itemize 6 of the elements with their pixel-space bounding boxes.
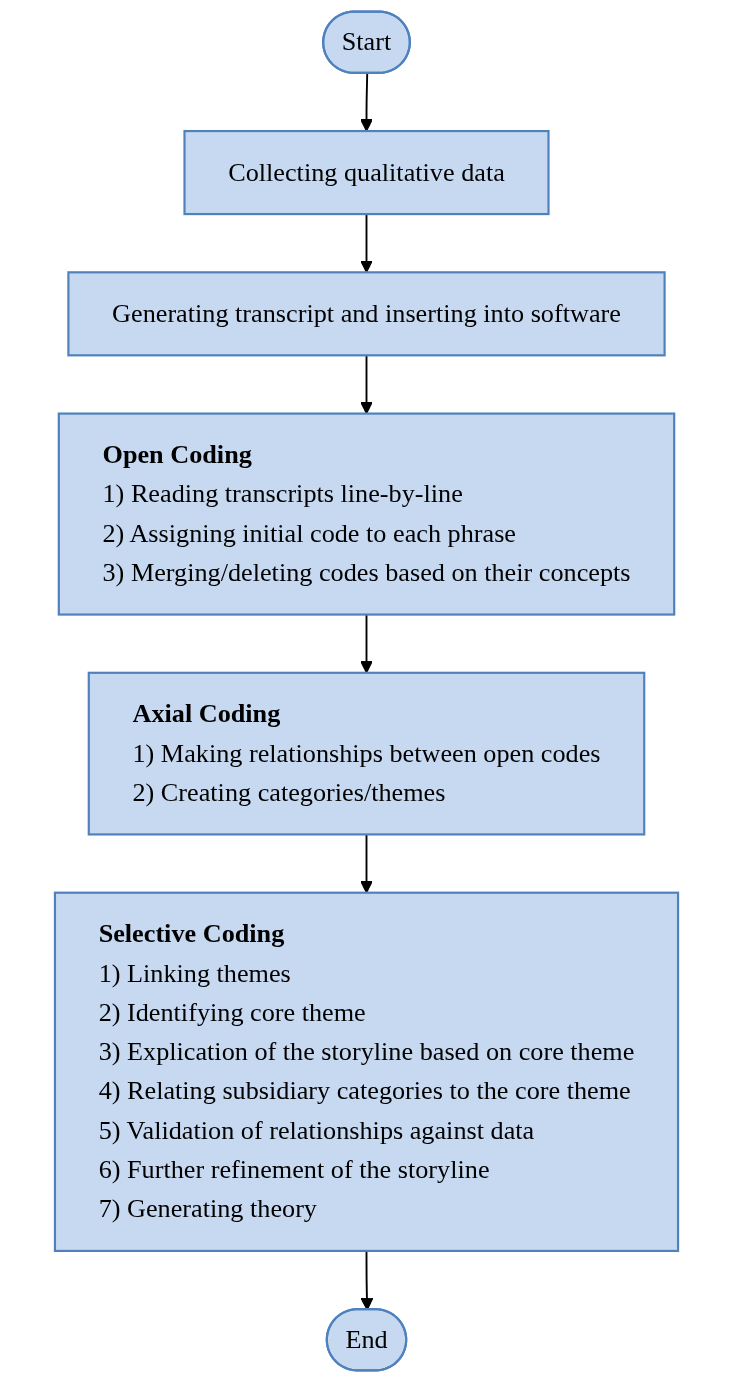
- arrow: [360, 72, 373, 132]
- node-box: Selective Coding 1) Linking themes 2) Identifying core theme 3) Explication of the storyline based on core theme 4) Relating subsidiary categories to the core theme 5) Validation of relationships against data 6) Further refinement of the storyline 7) Generating theory: [53, 891, 680, 1253]
- node-box: Generating transcript and inserting into software: [67, 271, 666, 357]
- node-box: Axial Coding 1) Making relationships between open codes 2) Creating categories/themes: [87, 671, 646, 836]
- node-box: Collecting qualitative data: [183, 129, 550, 216]
- node-box: Open Coding 1) Reading transcripts line-by-line 2) Assigning initial code to each phrase 3) Merging/deleting codes based on their concepts: [57, 412, 676, 616]
